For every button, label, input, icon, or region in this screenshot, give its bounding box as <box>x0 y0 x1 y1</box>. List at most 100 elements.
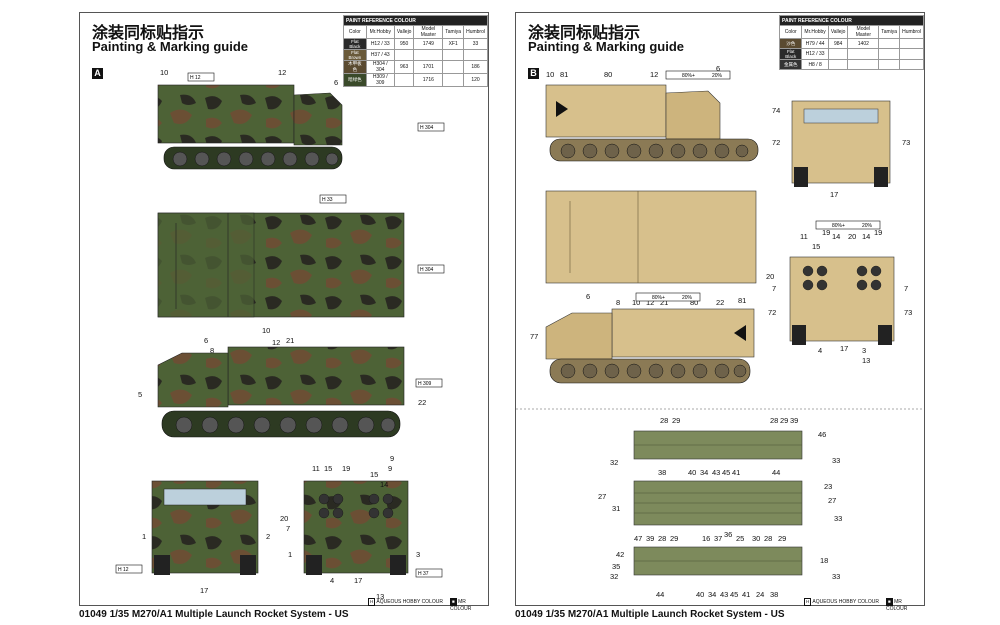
svg-text:80: 80 <box>604 70 612 79</box>
svg-text:25: 25 <box>736 534 744 543</box>
svg-text:H 12: H 12 <box>118 567 129 573</box>
svg-text:10: 10 <box>546 70 554 79</box>
svg-text:36: 36 <box>724 530 732 539</box>
svg-text:42: 42 <box>616 550 624 559</box>
callout-label: 7 <box>286 524 290 533</box>
callout-label: 5 <box>138 390 142 399</box>
callout-label: 15 <box>324 464 332 473</box>
svg-text:80%+: 80%+ <box>832 223 845 229</box>
callout-label: 20 <box>280 514 288 523</box>
svg-text:47: 47 <box>634 534 642 543</box>
svg-text:29: 29 <box>780 416 788 425</box>
svg-text:43: 43 <box>720 590 728 599</box>
legend-aqueous: H AQUEOUS HOBBY COLOUR <box>368 598 443 606</box>
callout-label: 13 <box>376 592 384 601</box>
svg-text:23: 23 <box>824 482 832 491</box>
rear-view <box>303 480 409 575</box>
svg-text:80%+: 80%+ <box>682 73 695 79</box>
color-mix-tag: 80%+ 20% 80%+ 20% 80%+ 20% <box>635 70 881 302</box>
svg-text:28: 28 <box>770 416 778 425</box>
rocket-pods <box>633 430 803 576</box>
svg-text:38: 38 <box>658 468 666 477</box>
svg-text:27: 27 <box>828 496 836 505</box>
svg-text:16: 16 <box>702 534 710 543</box>
svg-text:80%+: 80%+ <box>652 295 665 301</box>
callout-label: 21 <box>286 336 294 345</box>
rear-view <box>789 256 895 345</box>
svg-text:22: 22 <box>716 298 724 307</box>
svg-text:33: 33 <box>834 514 842 523</box>
svg-text:39: 39 <box>790 416 798 425</box>
scheme-badge: A <box>92 68 103 79</box>
callout-label: 1 <box>142 532 146 541</box>
svg-text:H 309: H 309 <box>418 381 432 387</box>
svg-text:28: 28 <box>764 534 772 543</box>
svg-text:43: 43 <box>712 468 720 477</box>
side-view-right <box>545 308 755 384</box>
color-code-tags: H 12 H 304 H 304 H 33 H 309 H 12 H 37 <box>115 72 445 578</box>
svg-text:13: 13 <box>862 356 870 365</box>
footer-caption-a: 01049 1/35 M270/A1 Multiple Launch Rocke… <box>79 609 349 620</box>
svg-text:20%: 20% <box>712 73 723 79</box>
page-title-en: Painting & Marking guide <box>92 39 249 54</box>
svg-text:H 33: H 33 <box>322 197 333 203</box>
callout-label: 8 <box>210 346 214 355</box>
svg-text:29: 29 <box>670 534 678 543</box>
svg-text:41: 41 <box>732 468 740 477</box>
svg-text:28: 28 <box>658 534 666 543</box>
top-view <box>157 212 405 318</box>
svg-text:33: 33 <box>832 572 840 581</box>
svg-text:19: 19 <box>874 228 882 237</box>
svg-text:32: 32 <box>610 572 618 581</box>
svg-text:10: 10 <box>632 298 640 307</box>
footer-caption-b: 01049 1/35 M270/A1 Multiple Launch Rocke… <box>515 609 785 620</box>
table-row: 木甲板色 H304 / 304 963 1701 186 <box>343 60 488 74</box>
svg-text:39: 39 <box>646 534 654 543</box>
svg-text:11: 11 <box>800 232 808 241</box>
svg-text:34: 34 <box>700 468 708 477</box>
table-row: 暗绿色 H309 / 309 1716 120 <box>343 73 488 87</box>
svg-text:20%: 20% <box>682 295 693 301</box>
svg-text:20: 20 <box>848 232 856 241</box>
svg-text:40: 40 <box>688 468 696 477</box>
callout-label: 17 <box>354 576 362 585</box>
svg-text:41: 41 <box>742 590 750 599</box>
svg-text:33: 33 <box>832 456 840 465</box>
svg-text:6: 6 <box>716 64 720 73</box>
painting-guide-page-b: 涂装同标贴指示 Painting & Marking guide B PAINT… <box>515 12 925 612</box>
paint-reference-table: PAINT REFERENCE COLOUR Color Mr.Hobby Va… <box>778 15 924 70</box>
paint-reference-table: PAINT REFERENCE COLOUR Color Mr.Hobby Va… <box>343 15 488 87</box>
legend-mr: ■ MR COLOUR <box>886 598 908 612</box>
front-view <box>151 480 259 575</box>
svg-text:81: 81 <box>560 70 568 79</box>
page-title-cn: 涂装同标贴指示 <box>528 23 641 42</box>
callout-label: 14 <box>380 480 388 489</box>
callout-labels: 10 12 6 6 10 12 21 8 5 22 3 11 15 19 9 2… <box>138 68 426 601</box>
page-title-en: Painting & Marking guide <box>528 39 685 54</box>
callout-label: 17 <box>200 586 208 595</box>
table-row: 金属色 H8 / 8 <box>778 59 924 70</box>
svg-text:29: 29 <box>672 416 680 425</box>
svg-text:14: 14 <box>832 232 840 241</box>
illustrations-a: 10 12 6 6 10 12 21 8 5 22 3 11 15 19 9 2… <box>115 68 445 601</box>
svg-text:81: 81 <box>738 296 746 305</box>
svg-text:12: 12 <box>650 70 658 79</box>
svg-text:18: 18 <box>820 556 828 565</box>
svg-text:19: 19 <box>822 228 830 237</box>
svg-text:37: 37 <box>714 534 722 543</box>
svg-text:72: 72 <box>768 308 776 317</box>
svg-text:17: 17 <box>830 190 838 199</box>
col-modelmaster: Model Master <box>413 25 444 39</box>
svg-text:H 304: H 304 <box>420 267 434 273</box>
callout-label: 12 <box>272 338 280 347</box>
callout-label: 22 <box>418 398 426 407</box>
svg-text:44: 44 <box>656 590 664 599</box>
svg-text:46: 46 <box>818 430 826 439</box>
callout-label: 6 <box>204 336 208 345</box>
svg-text:74: 74 <box>772 106 780 115</box>
top-view <box>545 190 757 284</box>
callout-label: 10 <box>262 326 270 335</box>
scheme-badge: B <box>528 68 539 79</box>
svg-text:H 37: H 37 <box>418 571 429 577</box>
svg-text:12: 12 <box>646 298 654 307</box>
